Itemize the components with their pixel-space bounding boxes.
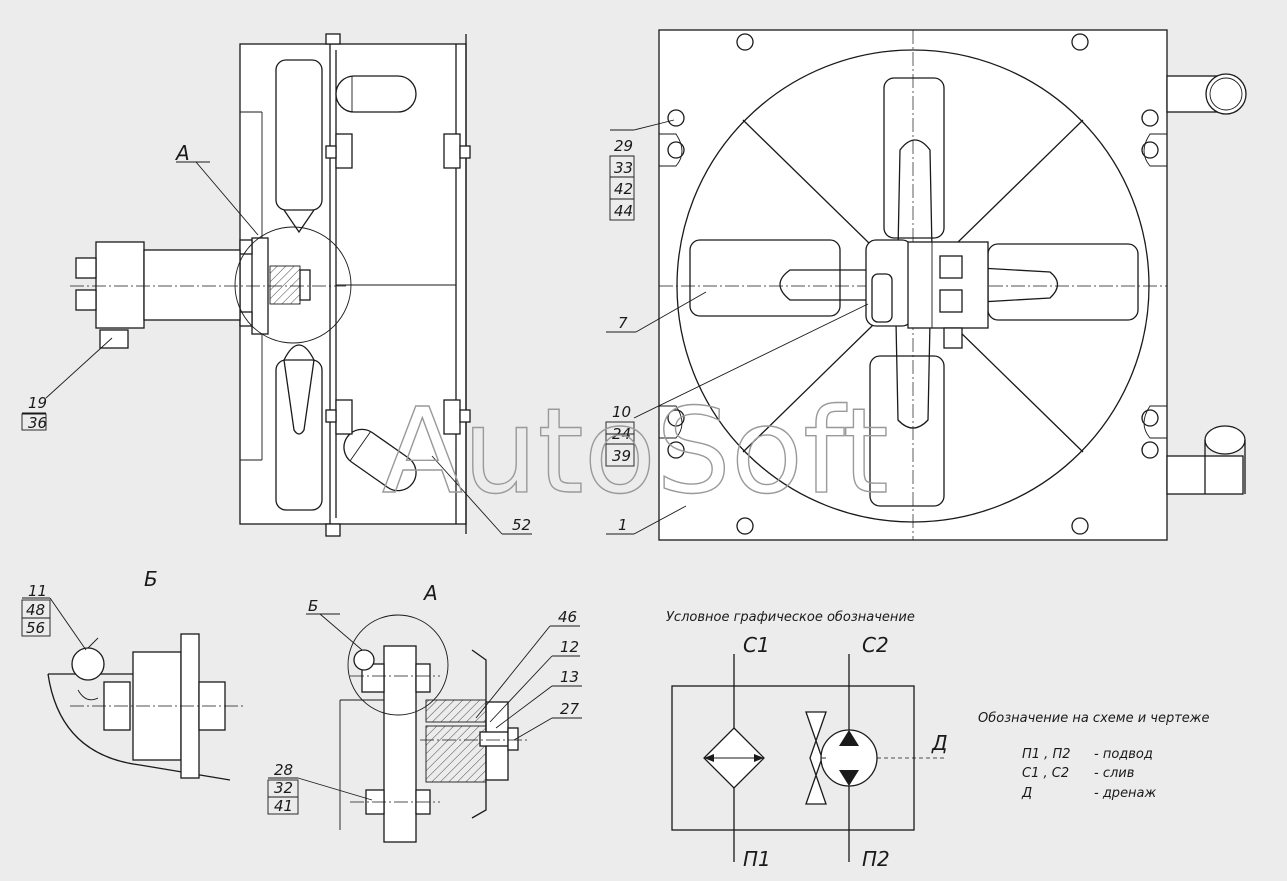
callout-number: 36 (28, 414, 47, 432)
callout-number: 44 (614, 202, 633, 220)
callout-number: 39 (612, 447, 631, 465)
callout-number: 32 (274, 779, 293, 797)
section-label-detail-a: А (422, 581, 438, 605)
labels: А Б А Б 19 36 29 33 42 44 7 10 24 39 (21, 137, 1210, 871)
detail-a-view (339, 614, 530, 843)
port-label-p1: П1 (743, 847, 771, 871)
callout-number: 24 (612, 425, 631, 443)
port-label-c2: С2 (862, 633, 889, 657)
callout-11-56: 11 48 56 (21, 582, 51, 637)
port-label-p2: П2 (862, 847, 890, 871)
callout-number: 56 (26, 619, 45, 637)
legend-title: Обозначение на схеме и чертеже (978, 711, 1210, 726)
port-label-d: Д (931, 731, 948, 755)
callout-7: 7 (618, 314, 628, 332)
callout-1: 1 (618, 516, 628, 534)
legend-row-code: Д (1021, 786, 1032, 801)
hydraulic-symbol (671, 654, 946, 862)
callout-number: 28 (274, 761, 293, 779)
legend-row-desc: - слив (1094, 766, 1134, 781)
section-label-view-a: А (174, 141, 190, 165)
callout-28-41: 28 32 41 (267, 761, 299, 815)
callout-number: 11 (28, 582, 47, 600)
callout-number: 29 (614, 137, 633, 155)
watermark: AutoSoft (382, 382, 889, 520)
callout-29-44: 29 33 42 44 (609, 137, 635, 221)
callout-number: 33 (614, 159, 633, 177)
callout-12: 12 (560, 638, 579, 656)
symbol-title: Условное графическое обозначение (666, 610, 915, 625)
legend-row-desc: - подвод (1094, 747, 1153, 762)
side-view (70, 33, 471, 537)
callout-number: 42 (614, 180, 633, 198)
callout-10-39: 10 24 39 (605, 403, 635, 467)
detail-b-view (47, 633, 244, 781)
section-label-detail-b: Б (308, 597, 318, 615)
callout-number: 19 (28, 394, 47, 412)
callout-27: 27 (560, 700, 580, 718)
legend-row-desc: - дренаж (1094, 786, 1157, 801)
port-label-c1: С1 (743, 633, 770, 657)
callout-13: 13 (560, 668, 579, 686)
legend-row-code: П1 , П2 (1022, 747, 1071, 762)
callout-19-36: 19 36 (21, 394, 47, 432)
callout-number: 10 (612, 403, 631, 421)
callout-52: 52 (512, 516, 531, 534)
callout-number: 48 (26, 601, 45, 619)
section-label-view-b: Б (144, 567, 158, 591)
front-view (658, 29, 1247, 541)
callout-number: 41 (274, 797, 293, 815)
callout-46: 46 (558, 608, 577, 626)
legend-row-code: С1 , С2 (1022, 766, 1069, 781)
